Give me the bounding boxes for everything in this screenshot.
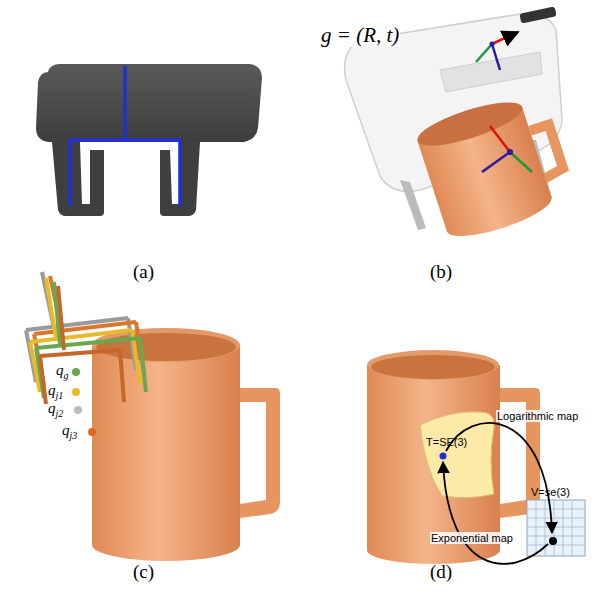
point-label: qj3: [62, 422, 77, 441]
point-label: qg: [56, 362, 69, 381]
point-label: qj2: [48, 400, 63, 419]
mug: [367, 350, 540, 564]
gripper-model: [36, 64, 262, 216]
frame-axes: [476, 32, 532, 172]
space-label: V=se(3): [531, 486, 570, 498]
panel-label: (d): [430, 562, 452, 583]
lie-algebra-grid: [527, 500, 585, 556]
mug: [413, 86, 579, 245]
manifold-label: T=SE(3): [426, 436, 467, 448]
panel-label: (a): [133, 262, 154, 283]
contact-points: [72, 368, 96, 436]
panel-label: (c): [133, 562, 154, 583]
tangent-patch: [420, 412, 494, 498]
map-label: Exponential map: [430, 532, 514, 544]
pose-label: g = (R, t): [320, 24, 400, 47]
map-label: Logarithmic map: [496, 410, 579, 422]
point-label: qj1: [48, 382, 63, 401]
panel-label: (b): [430, 262, 452, 283]
gripper-poses: [26, 272, 146, 404]
